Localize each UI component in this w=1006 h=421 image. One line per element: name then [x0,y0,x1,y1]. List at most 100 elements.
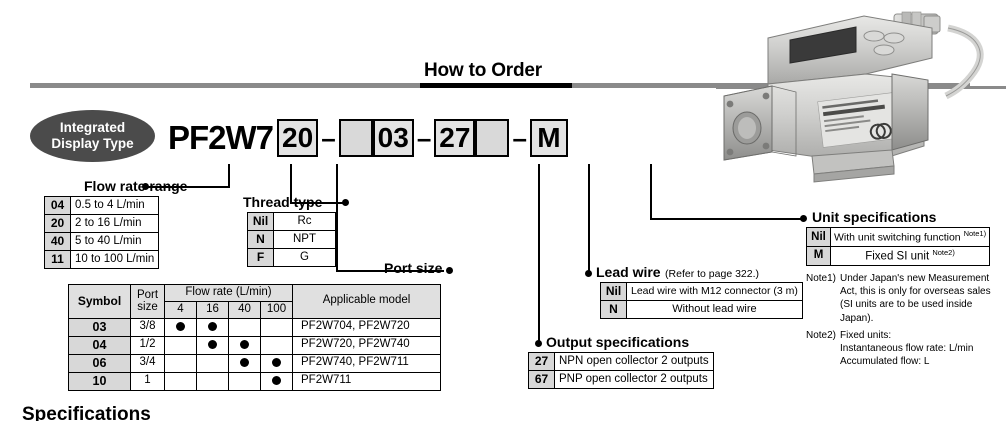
table-row[interactable]: N Without lead wire [600,300,803,319]
flow-dot [228,335,261,355]
port-symbol: 03 [68,317,131,337]
flow-dot [196,353,229,373]
output-spec-caption: Output specifications [546,334,690,350]
unit-spec-desc: Fixed SI unit Note2) [829,245,991,266]
unit-spec-caption: Unit specifications [812,209,937,225]
table-row[interactable]: 04 0.5 to 4 L/min [44,196,160,215]
leader-dot-port-size [446,267,453,274]
part-number-prefix: PF2W7 [168,119,274,156]
pn-seg-output-spec[interactable]: 27 [434,119,476,157]
note-1-label: Note1) [806,273,837,284]
flow-rate-desc: 10 to 100 L/min [69,250,160,269]
output-spec-desc: PNP open collector 2 outputs [554,370,714,389]
col-flow-4: 4 [164,300,197,319]
flow-rate-range-table: 04 0.5 to 4 L/min 20 2 to 16 L/min 40 5 … [44,196,160,269]
leader-line-flow-rate-h [146,186,230,188]
flow-rate-range-caption: Flow rate range [84,178,188,194]
table-row[interactable]: F G [247,248,336,267]
leader-dot-unit-spec [800,215,807,222]
port-size-caption: Port size [384,260,443,276]
flow-dot [164,371,197,391]
leader-line-thread-type-h [290,202,346,204]
port-size-value: 1 [130,371,165,391]
flow-rate-code: 20 [44,214,71,233]
col-applicable-model: Applicable model [292,284,441,319]
badge-line-2: Display Type [51,136,134,151]
thread-type-caption: Thread type [243,194,323,210]
pn-dash-2: – [416,123,432,153]
table-header-row: 4 16 40 100 [69,300,441,319]
col-flow-16: 16 [196,300,229,319]
unit-spec-desc-text: Fixed SI unit [865,250,933,263]
table-row[interactable]: 20 2 to 16 L/min [44,214,160,233]
leader-line-port-size-h [336,270,444,272]
product-photo [716,0,1006,190]
pn-seg-lead-wire[interactable] [475,119,510,157]
col-flow-rate: Flow rate (L/min) [164,284,293,302]
lead-wire-code: N [600,300,627,319]
table-row[interactable]: 04 1/2 PF2W720, PF2W740 [68,335,441,355]
pn-seg-thread-type[interactable] [338,119,373,157]
flow-rate-code: 04 [44,196,71,215]
applicable-model: PF2W711 [292,371,441,391]
output-specifications-table: 27 NPN open collector 2 outputs 67 PNP o… [528,352,714,389]
page-title-underline [420,83,572,88]
page-title: How to Order [424,60,542,81]
leader-dot-lead-wire [585,270,592,277]
flow-dot [228,371,261,391]
table-row[interactable]: Nil Lead wire with M12 connector (3 m) [600,282,803,301]
col-symbol: Symbol [68,284,131,319]
flow-dot [164,317,197,337]
thread-type-code: N [247,230,274,249]
table-row[interactable]: 10 1 PF2W711 [68,371,441,391]
lead-wire-caption: Lead wire [596,264,661,280]
table-row[interactable]: Nil Rc [247,212,336,231]
port-symbol: 10 [68,371,131,391]
unit-spec-notes: Note1) Under Japan's new Measurement Act… [806,272,1002,372]
note-2: Note2) Fixed units: Instantaneous flow r… [806,329,1002,369]
integrated-display-type-badge: Integrated Display Type [30,110,155,162]
flow-dot [260,371,293,391]
unit-spec-code: Nil [806,227,831,247]
col-flow-40: 40 [228,300,261,319]
pn-seg-port-size[interactable]: 03 [372,119,414,157]
lead-wire-desc: Without lead wire [626,300,803,319]
pn-seg-unit-spec[interactable]: M [529,119,568,157]
lead-wire-caption-group: Lead wire (Refer to page 322.) [596,264,759,282]
lead-wire-table: Nil Lead wire with M12 connector (3 m) N… [600,282,803,319]
pn-seg-flow-rate[interactable]: 20 [277,119,319,157]
flow-dot [260,317,293,337]
thread-type-code: Nil [247,212,274,231]
applicable-model: PF2W720, PF2W740 [292,335,441,355]
unit-specifications-table: Nil With unit switching function Note1) … [806,227,991,266]
leader-dot-flow-rate [142,183,149,190]
flow-dot [260,353,293,373]
lead-wire-caption-note: (Refer to page 322.) [665,268,760,280]
table-row[interactable]: 03 3/8 PF2W704, PF2W720 [68,317,441,337]
flow-dot [196,335,229,355]
applicable-model: PF2W704, PF2W720 [292,317,441,337]
flow-dot [228,353,261,373]
leader-line-flow-rate-v [228,164,230,188]
pn-dash-1: – [321,123,336,153]
thread-type-desc: Rc [273,212,336,231]
leader-dot-output-spec [535,340,542,347]
table-row[interactable]: 67 PNP open collector 2 outputs [528,370,714,389]
table-row[interactable]: 11 10 to 100 L/min [44,250,160,269]
flow-rate-desc: 2 to 16 L/min [69,214,160,233]
port-symbol: 04 [68,335,131,355]
thread-type-desc: NPT [273,230,336,249]
table-row[interactable]: Nil With unit switching function Note1) [806,227,991,247]
leader-line-output-spec-v [538,164,540,344]
col-port-size: Port size [130,284,165,319]
thread-type-table: Nil Rc N NPT F G [247,212,336,267]
table-row[interactable]: 06 3/4 PF2W740, PF2W711 [68,353,441,373]
col-flow-100: 100 [260,300,293,319]
table-row[interactable]: N NPT [247,230,336,249]
note-1: Note1) Under Japan's new Measurement Act… [806,272,1002,325]
table-row[interactable]: M Fixed SI unit Note2) [806,245,991,266]
table-row[interactable]: 40 5 to 40 L/min [44,232,160,251]
leader-line-unit-spec-v [650,164,652,220]
flow-rate-desc: 0.5 to 4 L/min [69,196,160,215]
table-row[interactable]: 27 NPN open collector 2 outputs [528,352,714,371]
